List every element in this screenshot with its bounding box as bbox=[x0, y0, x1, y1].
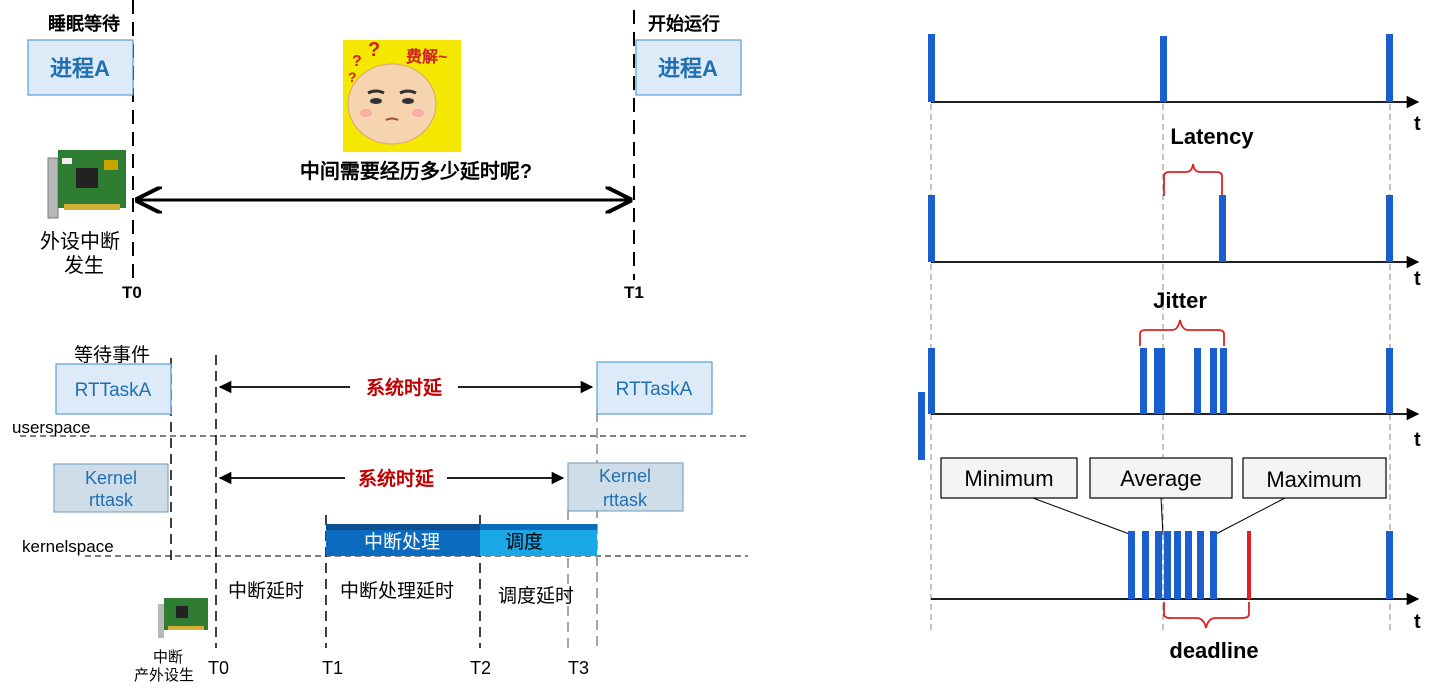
scheduling-bar bbox=[480, 528, 597, 556]
emoji-tag: 费解~ bbox=[406, 47, 447, 66]
pulse bbox=[1140, 348, 1147, 414]
interrupt-label-1: 外设中断 bbox=[40, 230, 120, 253]
pulse bbox=[928, 195, 935, 262]
top-t1: T1 bbox=[624, 283, 644, 302]
device-label-2: 产外设生 bbox=[134, 667, 194, 684]
latency-label: Latency bbox=[1170, 124, 1254, 149]
axis-label-row-1: t bbox=[1414, 113, 1421, 135]
average-box bbox=[1089, 457, 1233, 499]
pulse bbox=[1128, 531, 1135, 599]
average-label: Average bbox=[1120, 466, 1202, 491]
top-t0: T0 bbox=[122, 283, 142, 302]
pulse bbox=[1185, 531, 1192, 599]
rttask-left-label: RTTaskA bbox=[75, 380, 152, 401]
kernel-right-box bbox=[567, 462, 684, 512]
kernel-right-line2: rttask bbox=[603, 490, 648, 510]
pulse bbox=[1160, 36, 1167, 102]
pulse bbox=[1164, 531, 1171, 599]
bottom-left-panel: 等待事件 RTTaskA RTTaskA 系统时延 userspace Kern… bbox=[12, 344, 748, 684]
pulse bbox=[1142, 531, 1149, 599]
pulse bbox=[1386, 531, 1393, 599]
maximum-label: Maximum bbox=[1266, 467, 1361, 492]
device-card-icon bbox=[158, 598, 208, 638]
process-right-label: 进程A bbox=[658, 56, 718, 81]
irq-handling-bar bbox=[326, 528, 480, 556]
pulse bbox=[1197, 531, 1204, 599]
sleep-label: 睡眠等待 bbox=[48, 13, 120, 34]
pulse bbox=[1219, 195, 1226, 262]
network-card-icon bbox=[47, 150, 126, 219]
interrupt-label-2: 发生 bbox=[64, 254, 104, 277]
deadline-label: deadline bbox=[1169, 638, 1258, 663]
irq-handling-latency-label: 中断处理延时 bbox=[340, 580, 454, 602]
pulse bbox=[1160, 348, 1165, 414]
average-connector bbox=[1160, 497, 1164, 536]
rttask-right-label: RTTaskA bbox=[616, 379, 693, 400]
maximum-box bbox=[1242, 457, 1387, 499]
kernel-left-line1: Kernel bbox=[85, 468, 137, 488]
run-label: 开始运行 bbox=[648, 13, 720, 34]
bottom-t0: T0 bbox=[208, 658, 229, 678]
kernelspace-label: kernelspace bbox=[22, 537, 114, 556]
scheduling-bar-top bbox=[480, 524, 597, 530]
kernel-left-box bbox=[53, 463, 169, 513]
timeline-panel: t Latency t Jitter t Minimum Average Max… bbox=[918, 34, 1421, 663]
device-label-1: 中断 bbox=[153, 649, 183, 666]
top-left-panel: 睡眠等待 开始运行 进程A 进程A ? ? ? 费解~ 中间需要经历多少延时呢? bbox=[27, 0, 742, 302]
rttask-left-box bbox=[55, 363, 172, 415]
svg-text:?: ? bbox=[348, 69, 357, 85]
svg-text:?: ? bbox=[352, 53, 362, 70]
pulse bbox=[1220, 348, 1227, 414]
minimum-label: Minimum bbox=[964, 466, 1053, 491]
latency-brace bbox=[1163, 163, 1223, 196]
pulse bbox=[1210, 348, 1217, 414]
maximum-connector bbox=[1213, 497, 1286, 536]
kernel-left-line2: rttask bbox=[89, 490, 134, 510]
system-delay-label-1: 系统时延 bbox=[366, 376, 443, 399]
minimum-box bbox=[940, 457, 1078, 499]
jitter-label: Jitter bbox=[1153, 288, 1207, 313]
pulse bbox=[1386, 195, 1393, 262]
pulse bbox=[1386, 34, 1393, 102]
system-delay-label-2: 系统时延 bbox=[358, 467, 435, 490]
pulse bbox=[918, 392, 925, 460]
pulse bbox=[1210, 531, 1217, 599]
pulse bbox=[1174, 531, 1181, 599]
process-right-box bbox=[635, 39, 742, 96]
process-left-label: 进程A bbox=[50, 56, 110, 81]
jitter-brace bbox=[1139, 319, 1225, 346]
axis-label-row-4: t bbox=[1414, 611, 1421, 633]
axis-label-row-2: t bbox=[1414, 268, 1421, 290]
deadline-marker bbox=[1247, 531, 1251, 599]
kernel-right-line1: Kernel bbox=[599, 466, 651, 486]
bottom-t3: T3 bbox=[568, 658, 589, 678]
question-text: 中间需要经历多少延时呢? bbox=[300, 159, 532, 183]
pulse bbox=[928, 34, 935, 102]
deadline-brace bbox=[1163, 602, 1250, 629]
svg-text:?: ? bbox=[368, 39, 380, 61]
irq-handling-label: 中断处理 bbox=[364, 531, 440, 553]
minimum-connector bbox=[1032, 497, 1133, 536]
pulse bbox=[1154, 348, 1161, 414]
bottom-t2: T2 bbox=[470, 658, 491, 678]
process-left-box bbox=[27, 39, 134, 96]
pulse bbox=[928, 348, 935, 414]
scheduling-label: 调度 bbox=[505, 531, 543, 553]
pulse bbox=[1155, 531, 1162, 599]
rttask-right-box bbox=[596, 361, 713, 415]
confused-face-icon: ? ? ? 费解~ bbox=[343, 39, 461, 152]
sched-latency-label: 调度延时 bbox=[498, 585, 574, 607]
irq-latency-label: 中断延时 bbox=[228, 580, 304, 602]
bottom-t1: T1 bbox=[322, 658, 343, 678]
userspace-label: userspace bbox=[12, 418, 90, 437]
axis-label-row-3: t bbox=[1414, 429, 1421, 451]
pulse bbox=[1386, 348, 1393, 414]
irq-handling-bar-top bbox=[326, 524, 480, 530]
wait-event-label: 等待事件 bbox=[74, 344, 150, 366]
pulse bbox=[1194, 348, 1201, 414]
